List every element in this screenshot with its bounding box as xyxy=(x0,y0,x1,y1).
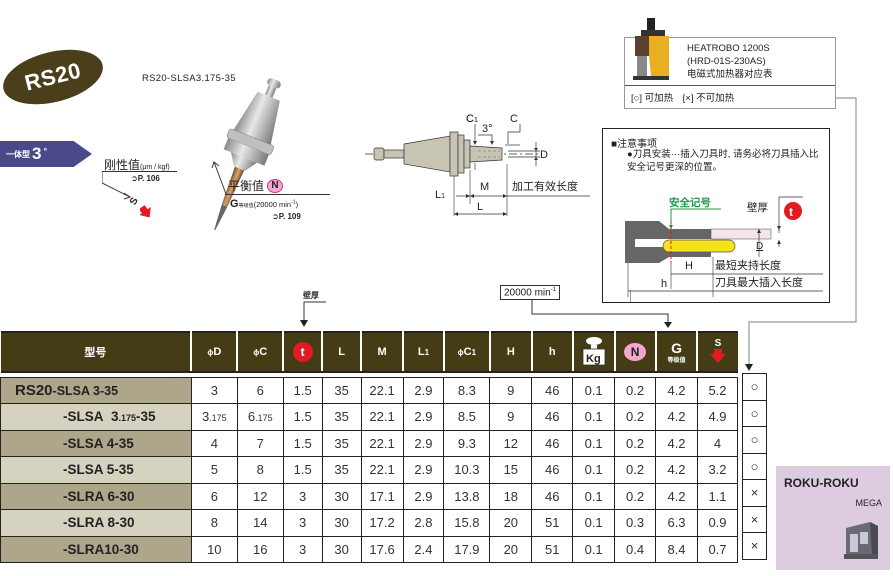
col-d: ϕD xyxy=(191,331,239,373)
svg-text:C: C xyxy=(510,113,518,125)
svg-text:H: H xyxy=(685,260,693,272)
caution-box: ■注意事项 ●刀具安装···插入刀具时, 请务必将刀具插入比安全记号更深的位置。… xyxy=(602,128,830,303)
model-cell: RS20-SLSA 3-35 xyxy=(0,376,192,404)
wall-thickness-label: 壁厚 xyxy=(303,291,319,300)
heat-cell: ○ xyxy=(742,373,767,401)
stiffness-label: 刚性值(μm / kgf) xyxy=(104,158,170,172)
balance-label: 平衡值 N xyxy=(228,177,284,194)
category-degree: ° xyxy=(43,146,48,156)
model-cell: -SLRA 6-30 xyxy=(0,482,192,510)
heat-cell: × xyxy=(742,479,767,507)
svg-text:最短夹持长度: 最短夹持长度 xyxy=(715,258,781,272)
model-cell: -SLRA 8-30 xyxy=(0,509,192,537)
tool-holder-image xyxy=(212,78,281,230)
svg-text:3°: 3° xyxy=(482,123,493,135)
series-badge-label: RS20 xyxy=(22,57,84,96)
heatrobo-code: (HRD-01S-230AS) xyxy=(687,56,766,67)
machine-icon xyxy=(844,522,878,559)
heat-cell: ○ xyxy=(742,452,767,480)
col-c1: ϕC1 xyxy=(443,331,491,373)
svg-text:加工有效长度: 加工有效长度 xyxy=(512,179,578,193)
heat-cell: ○ xyxy=(742,399,767,427)
heatrobo-title: 电磁式加热器对应表 xyxy=(687,69,773,80)
col-l1: L1 xyxy=(403,331,445,373)
stiffness-leader-line xyxy=(102,171,132,200)
machine-brand-subtitle: MEGA xyxy=(855,498,882,508)
col-model: 型号 xyxy=(0,331,193,373)
rpm-annotation: 20000 min-1 xyxy=(500,285,561,301)
svg-text:h: h xyxy=(661,278,667,290)
svg-text:L1: L1 xyxy=(435,189,445,201)
svg-text:刀具最大插入长度: 刀具最大插入长度 xyxy=(715,275,803,289)
heater-machine-image xyxy=(633,18,669,80)
col-s: S xyxy=(697,331,738,373)
svg-text:壁厚: 壁厚 xyxy=(747,201,768,214)
col-h-upper: H xyxy=(489,331,533,373)
heat-connector-line xyxy=(745,97,857,371)
weight-icon: Kg xyxy=(582,336,606,365)
heat-compat-column: ○ ○ ○ ○ × × × xyxy=(742,373,767,560)
product-model-label: RS20-SLSA3.175-35 xyxy=(142,73,236,84)
svg-text:t: t xyxy=(789,205,793,219)
svg-text:M: M xyxy=(480,181,489,193)
model-cell: -SLSA 5-35 xyxy=(0,456,192,484)
stiffness-page-ref[interactable]: ➲P. 106 xyxy=(131,174,160,183)
col-weight: Kg xyxy=(572,331,616,373)
col-h-lower: h xyxy=(531,331,574,373)
col-n: N xyxy=(614,331,657,373)
model-cell: -SLSA 4-35 xyxy=(0,429,192,457)
heat-cell: × xyxy=(742,532,767,560)
balance-page-ref[interactable]: ➲P. 109 xyxy=(272,212,301,221)
rpm-leader-line xyxy=(531,300,672,328)
safety-mark-label: 安全记号 xyxy=(669,197,711,209)
model-cell: -SLRA10-30 xyxy=(0,535,192,563)
insertion-diagram: 壁厚 t D H 最短夹持长度 h 刀具最大插入长度 xyxy=(625,196,823,297)
col-c: ϕC xyxy=(237,331,285,373)
stiffness-underline xyxy=(102,171,177,172)
svg-text:L: L xyxy=(477,201,483,213)
n-symbol-icon: N xyxy=(267,178,284,193)
heatrobo-legend: [○] 可加热 [×] 不可加热 xyxy=(631,93,735,104)
c1-label: C1 xyxy=(466,113,478,125)
heat-cell: × xyxy=(742,505,767,533)
machine-brand-badge: ROKU-ROKU MEGA xyxy=(776,466,890,570)
series-badge: RS20 xyxy=(0,40,109,114)
caution-title: ■注意事项 xyxy=(611,139,658,150)
category-angle: 3 xyxy=(32,144,42,163)
col-m: M xyxy=(361,331,404,373)
svg-text:Kg: Kg xyxy=(586,353,601,365)
down-arrow-icon xyxy=(709,349,726,363)
caution-body: ●刀具安装···插入刀具时, 请务必将刀具插入比安全记号更深的位置。 xyxy=(627,149,819,173)
heatrobo-compatibility-box: HEATROBO 1200S (HRD-01S-230AS) 电磁式加热器对应表… xyxy=(624,18,836,109)
wall-thickness-leader xyxy=(300,301,326,327)
n-symbol-icon: N xyxy=(624,343,647,361)
heatrobo-model: HEATROBO 1200S xyxy=(687,43,770,54)
machine-brand-title: ROKU-ROKU xyxy=(784,476,859,490)
t-symbol-icon: t xyxy=(292,342,313,362)
category-tag: 一体型 3 ° xyxy=(0,141,92,167)
col-l: L xyxy=(322,331,363,373)
dimension-diagram: C1 3° C D L1 M 加工有效长度 L xyxy=(365,113,590,216)
down-arrow-icon xyxy=(140,205,151,218)
heat-cell: ○ xyxy=(742,426,767,454)
balance-underline xyxy=(225,194,330,195)
balance-leader-line xyxy=(211,161,227,195)
col-t: t xyxy=(283,331,324,373)
svg-text:D: D xyxy=(540,149,548,161)
g-grade-label: G等级值(20000 min-1) xyxy=(230,198,299,210)
category-type: 一体型 xyxy=(6,149,30,159)
model-cell: -SLSA 3.175-35 xyxy=(0,403,192,431)
caution-connector-line xyxy=(630,290,631,302)
svg-text:D: D xyxy=(756,241,763,252)
